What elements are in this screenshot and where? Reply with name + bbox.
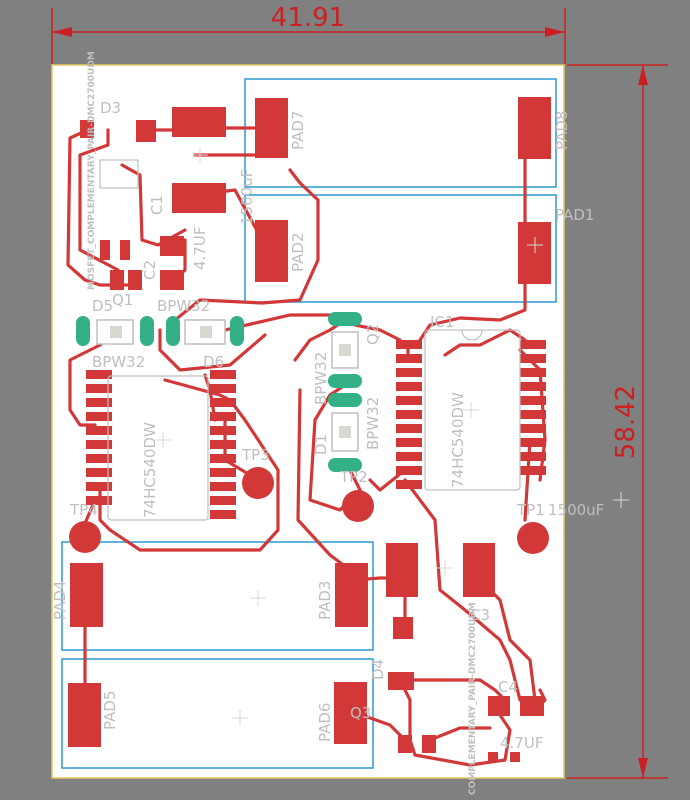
label-mosfet-top: MOSFET_COMPLEMENTARY_PAIR-DMC2700UDM — [87, 51, 97, 290]
label-pad7: PAD7 — [289, 111, 307, 150]
label-c1: C1 — [148, 195, 166, 215]
label-bpw32-b: BPW32 — [92, 353, 145, 371]
label-1500uf-bottom: 1500uF — [548, 501, 604, 519]
label-pad3: PAD3 — [316, 581, 334, 620]
label-ic1: IC1 — [430, 313, 454, 331]
label-74hc540dw-left: 74HC540DW — [141, 422, 159, 518]
width-dimension: 41.91 — [51, 3, 566, 64]
label-bpw32-a: BPW32 — [157, 297, 210, 315]
label-c2: C2 — [141, 260, 159, 280]
label-d4: D4 — [369, 659, 387, 680]
label-d3: D3 — [100, 99, 121, 117]
label-pad6: PAD6 — [316, 703, 334, 742]
height-dimension: 58.42 — [567, 64, 668, 779]
label-1500uf-top: 1500uF — [238, 169, 256, 225]
label-d6: D6 — [203, 353, 224, 371]
ic-outlines — [99, 159, 521, 521]
label-4-7uf-top: 4.7UF — [191, 227, 209, 270]
label-tp2: TP2 — [339, 468, 368, 486]
origin-markers — [155, 147, 629, 726]
label-mosfet-bottom: COMPLEMENTARY_PAIR-DMC2700UDM — [468, 602, 478, 795]
label-c4: C4 — [498, 678, 518, 696]
label-c3: C3 — [470, 606, 490, 624]
label-tp4: TP4 — [69, 501, 98, 519]
label-q3: Q3 — [350, 704, 371, 722]
width-dimension-label: 41.91 — [271, 3, 345, 33]
label-pad5: PAD5 — [101, 691, 119, 730]
label-74hc540dw-right: 74HC540DW — [449, 392, 467, 488]
label-q2: Q2 — [364, 324, 382, 345]
pad-areas — [61, 78, 557, 769]
label-pad8: PAD8 — [553, 111, 571, 150]
label-pad4: PAD4 — [51, 581, 69, 620]
label-q1: Q1 — [112, 291, 133, 309]
label-bpw32-d: BPW32 — [364, 397, 382, 450]
label-4-7uf-bottom: 4.7UF — [500, 734, 543, 752]
silkscreen-labels: D3 C1 C2 4.7UF 1500uF MOSFET_COMPLEMENTA… — [51, 51, 604, 795]
label-tp1: TP1 — [516, 501, 545, 519]
label-pad1: PAD1 — [555, 206, 594, 224]
label-tp3: TP3 — [241, 446, 270, 464]
height-dimension-label: 58.42 — [611, 385, 641, 459]
board-outline — [51, 64, 565, 779]
label-d5: D5 — [92, 297, 113, 315]
label-d1: D1 — [312, 434, 330, 455]
photodiode-footprints — [76, 312, 362, 472]
label-bpw32-c: BPW32 — [312, 352, 330, 405]
label-pad2: PAD2 — [289, 233, 307, 272]
